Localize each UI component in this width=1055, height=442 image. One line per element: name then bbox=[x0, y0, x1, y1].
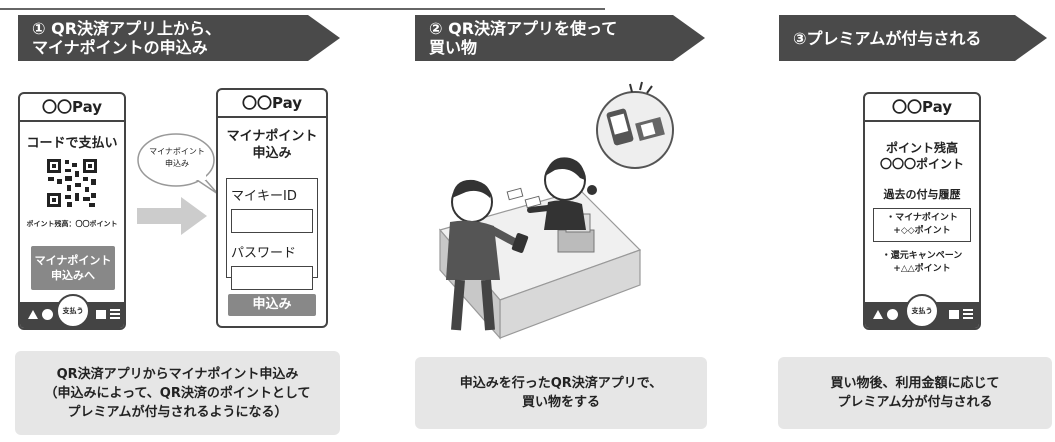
menu-icon bbox=[110, 309, 120, 311]
phone-pay-screen: 〇〇Pay コードで支払い ポイント残高：〇〇ポイント マイナポイント 申込みへ… bbox=[18, 92, 126, 330]
app-brand-2: 〇〇Pay bbox=[218, 90, 326, 118]
points-balance: ポイント残高 〇〇〇ポイント bbox=[879, 141, 964, 171]
circle-icon bbox=[42, 309, 53, 320]
step1-caption: QR決済アプリからマイナポイント申込み （申込みによって、QR決済のポイントとし… bbox=[15, 351, 340, 435]
pay-button-3[interactable]: 支払う bbox=[905, 294, 939, 328]
submit-button[interactable]: 申込み bbox=[228, 294, 316, 316]
password-input[interactable] bbox=[231, 266, 313, 290]
app-brand-3: 〇〇Pay bbox=[865, 94, 979, 122]
phone-points-screen: 〇〇Pay ポイント残高 〇〇〇ポイント 過去の付与履歴 ・マイナポイント +◇… bbox=[863, 92, 981, 330]
pay-button[interactable]: 支払う bbox=[56, 294, 90, 328]
right-arrow-icon bbox=[137, 197, 207, 235]
mykey-id-label: マイキーID bbox=[231, 189, 297, 204]
history-item-mynapoint: ・マイナポイント +◇◇ポイント bbox=[873, 208, 971, 242]
top-rule bbox=[0, 8, 605, 10]
shopping-illustration bbox=[438, 81, 674, 340]
bubble-text: マイナポイント 申込み bbox=[149, 147, 205, 168]
circle-icon-3 bbox=[887, 309, 898, 320]
points-balance-small: ポイント残高：〇〇ポイント bbox=[26, 220, 118, 228]
step3-caption: 買い物後、利用金額に応じて プレミアム分が付与される bbox=[778, 357, 1052, 429]
history-title: 過去の付与履歴 bbox=[883, 188, 961, 201]
apply-title: マイナポイント 申込み bbox=[226, 129, 318, 161]
menu-icon-3 bbox=[963, 309, 973, 311]
apply-form: マイキーID パスワード bbox=[226, 178, 318, 290]
home-icon bbox=[28, 310, 38, 319]
card-icon-3 bbox=[949, 310, 959, 319]
qr-code-icon bbox=[45, 157, 99, 209]
phone-footer: 支払う bbox=[20, 294, 124, 328]
step3-banner: ③プレミアムが付与される bbox=[779, 15, 1047, 61]
card-icon bbox=[96, 310, 106, 319]
pay-by-code-title: コードで支払い bbox=[26, 136, 118, 151]
phone-footer-3: 支払う bbox=[865, 294, 979, 328]
home-icon-3 bbox=[873, 310, 883, 319]
mynapoint-apply-button[interactable]: マイナポイント 申込みへ bbox=[31, 246, 115, 290]
app-brand: 〇〇Pay bbox=[20, 94, 124, 122]
history-item-campaign: ・還元キャンペーン +△△ポイント bbox=[881, 251, 963, 274]
password-label: パスワード bbox=[231, 246, 297, 261]
step2-banner: ② QR決済アプリを使って 買い物 bbox=[415, 15, 705, 61]
mykey-id-input[interactable] bbox=[231, 209, 313, 233]
step1-banner: ① QR決済アプリ上から、 マイナポイントの申込み bbox=[18, 15, 340, 61]
step2-caption: 申込みを行ったQR決済アプリで、 買い物をする bbox=[415, 357, 707, 429]
phone-apply-screen: 〇〇Pay マイナポイント 申込み マイキーID パスワード 申込み bbox=[216, 88, 328, 328]
